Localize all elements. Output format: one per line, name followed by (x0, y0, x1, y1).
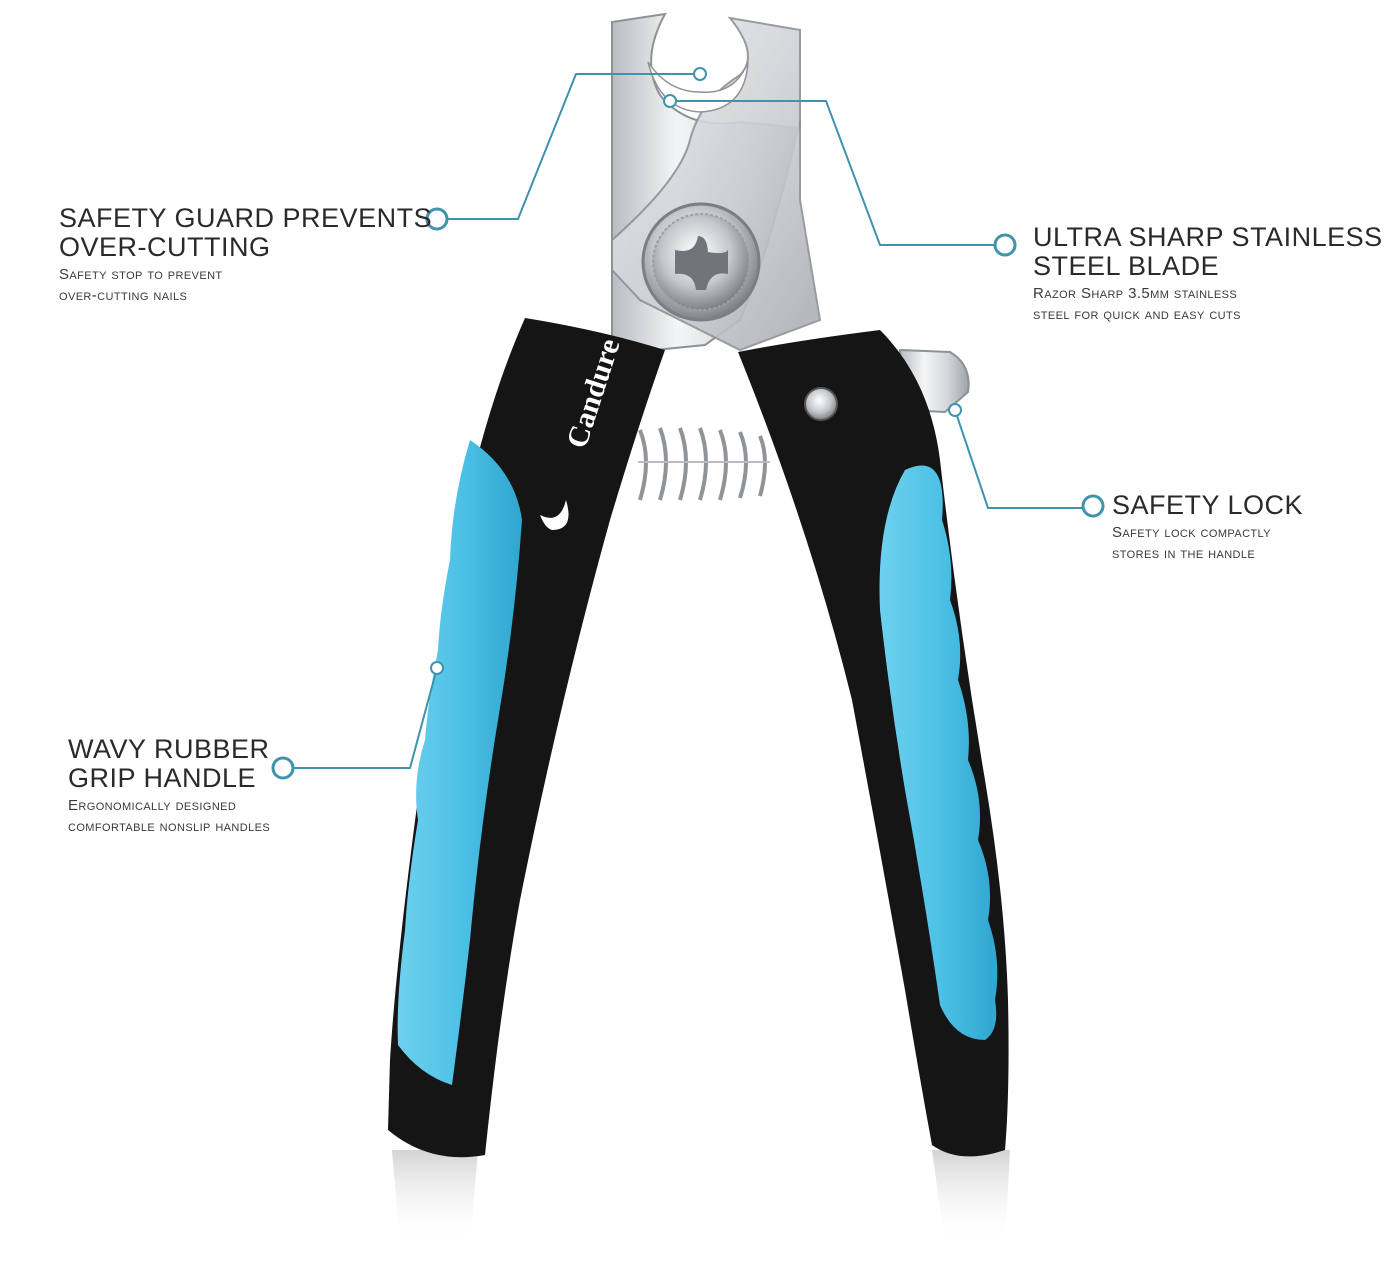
right-handle-reflection (932, 1150, 1010, 1245)
brand-swoosh (540, 500, 569, 530)
blade-description: Razor Sharp 3.5mm stainless steel for qu… (1033, 285, 1241, 323)
safety-guard-title: SAFETY GUARD PREVENTS OVER-CUTTING (59, 203, 433, 262)
handle-rivet (804, 387, 838, 421)
trademark-symbol: ® (600, 323, 614, 334)
safety-lock-description: Safety lock compactly stores in the hand… (1112, 524, 1271, 562)
callout-blade: ULTRA SHARP STAINLESS STEEL BLADE Razor … (1033, 223, 1383, 325)
leader-markers (271, 207, 1105, 780)
left-handle-reflection (392, 1150, 478, 1245)
grip-handle-title: WAVY RUBBER GRIP HANDLE (68, 734, 270, 793)
safety-guard-description: Safety stop to prevent over-cutting nail… (59, 266, 223, 304)
pivot-screw-cross (675, 236, 728, 290)
callout-safety-guard: SAFETY GUARD PREVENTS OVER-CUTTING Safet… (59, 204, 432, 306)
spring (638, 427, 770, 501)
callout-safety-lock: SAFETY LOCK Safety lock compactly stores… (1112, 491, 1303, 564)
left-grip (397, 440, 522, 1085)
leader-lines (290, 73, 1085, 769)
safety-lock-title: SAFETY LOCK (1112, 490, 1304, 520)
blade-title: ULTRA SHARP STAINLESS STEEL BLADE (1033, 222, 1383, 281)
grip-handle-description: Ergonomically designed comfortable nonsl… (68, 797, 271, 835)
callout-grip-handle: WAVY RUBBER GRIP HANDLE Ergonomically de… (68, 735, 270, 837)
leader-dots (430, 67, 962, 675)
right-grip (879, 465, 998, 1040)
